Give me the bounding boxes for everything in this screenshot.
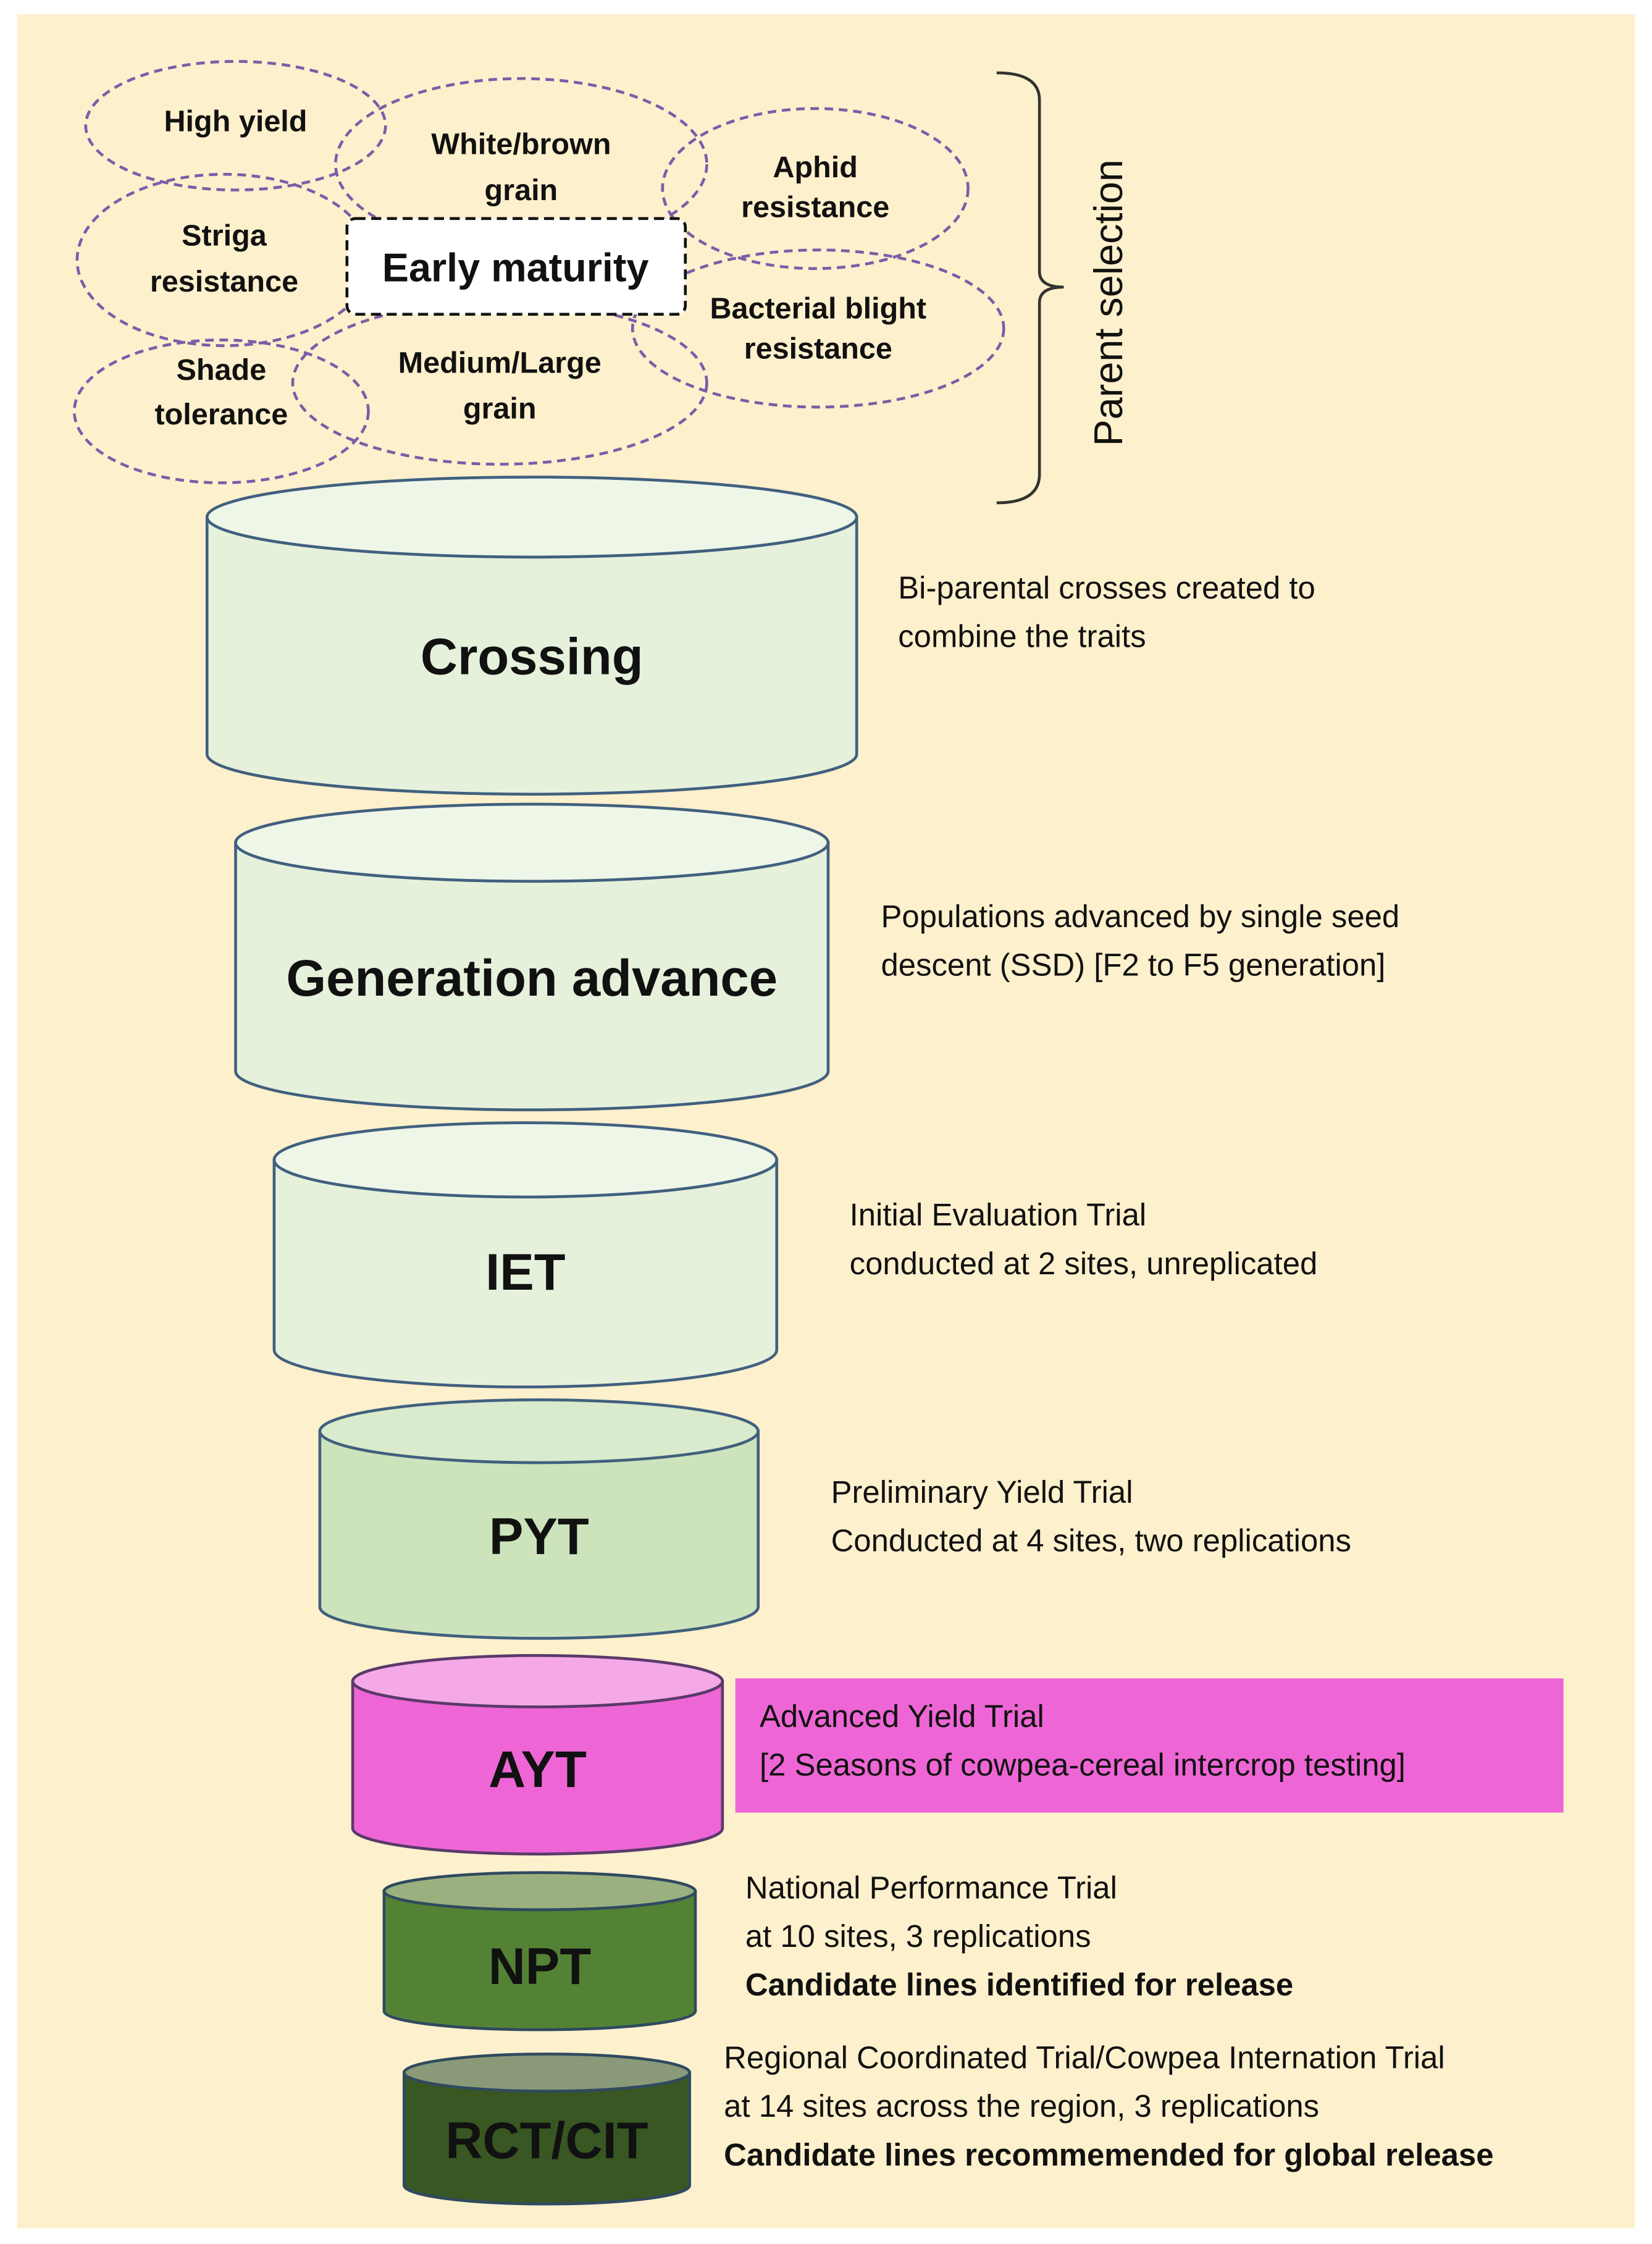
cylinder-top: [272, 1121, 779, 1199]
trait-aphid-resistance: [661, 107, 970, 271]
cylinder-top: [402, 2053, 692, 2093]
stage-description: Advanced Yield Trial: [760, 1699, 1044, 1734]
stage-ayt: AYT Advanced Yield Trial [2 Seasons of cow…: [351, 1654, 1564, 1855]
stage-description: Initial Evaluation Trial: [850, 1197, 1147, 1232]
parent-selection-label: Parent selection: [1086, 159, 1131, 446]
stage-npt: NPT National Performance Trial at 10 sites…: [382, 1870, 1293, 2032]
trait-label: resistance: [150, 265, 298, 298]
cylinder-top: [205, 476, 858, 559]
stage-description: Regional Coordinated Trial/Cowpea Intern…: [724, 2040, 1444, 2075]
cylinder-body: [205, 515, 858, 796]
parent-selection-brace: [996, 71, 1064, 505]
stage-label: NPT: [488, 1938, 591, 1995]
trait-label: Aphid: [773, 151, 858, 184]
trait-label: grain: [463, 392, 537, 426]
trait-label: Medium/Large: [398, 347, 602, 380]
trait-label: High yield: [164, 105, 308, 138]
cylinder-top: [351, 1654, 724, 1708]
cylinder-top: [382, 1871, 697, 1912]
stage-label: AYT: [488, 1741, 587, 1798]
trait-label: Shade: [177, 353, 267, 387]
trait-label: resistance: [741, 191, 889, 224]
stage-description: [2 Seasons of cowpea-cereal intercrop te…: [760, 1747, 1406, 1782]
cylinder-body: [402, 2071, 692, 2206]
stage-label: Generation advance: [286, 949, 778, 1007]
cylinder-top: [318, 1398, 760, 1464]
trait-medium-large-grain: [291, 300, 708, 466]
stage-label: RCT/CIT: [445, 2112, 648, 2169]
stage-description: combine the traits: [898, 619, 1146, 654]
stage-rct-cit: RCT/CIT Regional Coordinated Trial/Cowpea…: [402, 2040, 1494, 2206]
cylinder-top: [234, 802, 830, 883]
stage-outcome: Candidate lines recommemended for global…: [724, 2137, 1493, 2172]
trait-label: Striga: [182, 219, 267, 253]
cylinder-body: [272, 1158, 779, 1389]
early-maturity-box: [345, 217, 687, 316]
trait-shade-tolerance: [72, 338, 370, 484]
trait-label: grain: [485, 174, 558, 207]
stage-description: at 10 sites, 3 replications: [745, 1918, 1091, 1954]
trait-bacterial-blight: [631, 248, 1005, 409]
stage-description: conducted at 2 sites, unreplicated: [850, 1246, 1318, 1281]
trait-label-early-maturity: Early maturity: [382, 245, 649, 290]
stage-outcome: Candidate lines identified for release: [745, 1967, 1293, 2002]
trait-cluster: [72, 60, 1005, 484]
stage-description: Bi-parental crosses created to: [898, 570, 1315, 605]
stage-label: IET: [485, 1243, 565, 1301]
stage-label: Crossing: [421, 628, 644, 686]
stage-generation-advance: Generation advance Populations advanced b…: [234, 802, 1400, 1112]
stage-description: Populations advanced by single seed: [881, 899, 1400, 934]
background-panel: [17, 14, 1635, 2229]
trait-label: White/brown: [431, 128, 611, 161]
stage-description: descent (SSD) [F2 to F5 generation]: [881, 947, 1386, 982]
stage-label: PYT: [489, 1508, 589, 1565]
stage-description: Conducted at 4 sites, two replications: [831, 1523, 1351, 1558]
highlight-box: [735, 1678, 1564, 1813]
cylinder-body: [318, 1429, 760, 1640]
cylinder-body: [234, 841, 830, 1112]
trait-high-yield: [84, 60, 387, 191]
stage-description: at 14 sites across the region, 3 replica…: [724, 2088, 1319, 2124]
trait-label: Bacterial blight: [710, 292, 926, 326]
cylinder-body: [351, 1679, 724, 1855]
trait-label: tolerance: [154, 398, 288, 431]
stage-description: National Performance Trial: [745, 1870, 1117, 1905]
cylinder-body: [382, 1889, 697, 2032]
stage-iet: IET Initial Evaluation Trial conducted at …: [272, 1121, 1318, 1389]
stage-description: Preliminary Yield Trial: [831, 1474, 1133, 1510]
stage-crossing: Crossing Bi-parental crosses created to co…: [205, 476, 1315, 796]
trait-label: resistance: [744, 332, 892, 365]
